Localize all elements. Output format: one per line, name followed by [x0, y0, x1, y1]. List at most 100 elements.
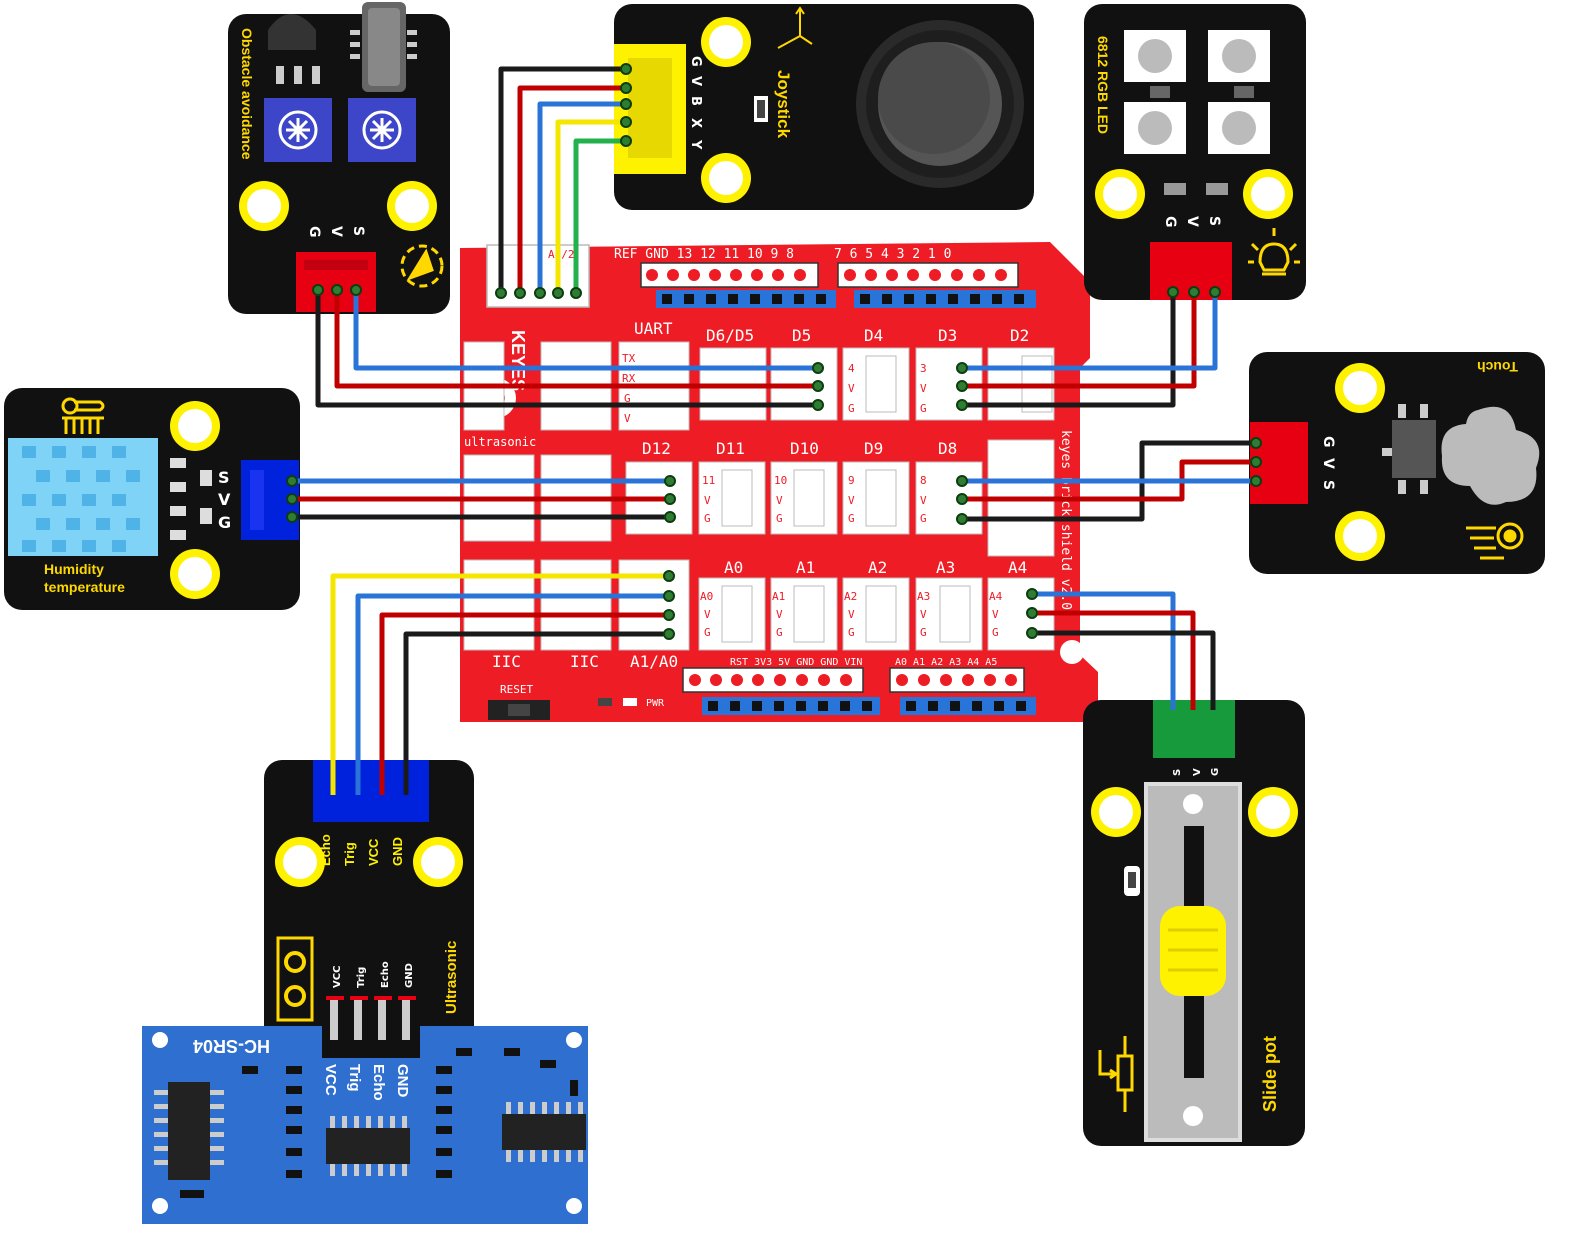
touch-hand-icon: [1466, 522, 1524, 560]
obstacle-pin-v: V: [328, 226, 344, 237]
rgb-pin-v: V: [1184, 216, 1200, 227]
label-d10: D10: [790, 439, 819, 458]
d10-pin-v: V: [776, 494, 783, 507]
d9-pin-v: V: [848, 494, 855, 507]
header-analog: [889, 667, 1025, 693]
blue-header-bottom-2: [900, 697, 1036, 715]
wires: [292, 66, 1256, 795]
top-header-label: REF GND 13 12 11 10 9 8: [614, 247, 794, 262]
d8-pin-g: G: [920, 512, 927, 525]
obstacle-pin-g: G: [306, 226, 322, 238]
label-a0: A0: [724, 558, 743, 577]
wire-slide-s: [1032, 591, 1176, 710]
joystick-module: G V B X Y Joystick: [614, 4, 1034, 210]
a4-pin-v: V: [992, 608, 999, 621]
a0-pin-g: G: [704, 626, 711, 639]
slide-pot-module: S V G Slide pot: [1083, 700, 1305, 1146]
ultrasonic-connector[interactable]: [313, 760, 429, 822]
wire-ends: [286, 63, 1262, 640]
ultrasonic-jumper: [276, 936, 314, 1022]
wire-obstacle-g: [315, 288, 818, 408]
light-icon: [1248, 228, 1300, 276]
ultrasonic-header-vcc: VCC: [332, 966, 343, 988]
blue-header-bottom-1: [702, 697, 880, 715]
pwr-led: [623, 698, 637, 706]
a2-pin-a2: A2: [844, 590, 857, 603]
top-header-label-2: 7 6 5 4 3 2 1 0: [834, 247, 951, 262]
joystick-title: Joystick: [774, 70, 793, 139]
pwr-led-base: [598, 698, 612, 706]
label-iic-1: IIC: [492, 652, 521, 671]
rgb-pin-s: S: [1206, 216, 1222, 226]
wire-joystick-y: [573, 138, 626, 296]
dht-grille: [22, 446, 140, 552]
wire-slide-g: [1032, 630, 1216, 710]
joystick-pin-y: Y: [688, 139, 703, 150]
a1-pin-g: G: [776, 626, 783, 639]
thermometer-icon: [61, 397, 105, 434]
hcsr04-chip-right: [502, 1114, 586, 1150]
slide-pin-v: V: [1192, 768, 1203, 776]
touch-pin-s: S: [1320, 480, 1336, 490]
a0-pin-a0: A0: [700, 590, 713, 603]
rgb-leds: [1124, 30, 1270, 154]
wire-rgb-g: [962, 292, 1176, 408]
wire-joystick-b: [537, 101, 626, 296]
hcsr04-pin-vcc: VCC: [322, 1064, 339, 1096]
hcsr04-chip-center: [326, 1128, 410, 1164]
a2-pin-v: V: [848, 608, 855, 621]
joystick-pin-v: V: [688, 76, 703, 86]
wire-ultrasonic-gnd: [403, 631, 669, 795]
label-a1a0: A1/A0: [630, 652, 678, 671]
d8-pin-8: 8: [920, 474, 927, 487]
label-uart: UART: [634, 319, 673, 338]
a4-pin-g: G: [992, 626, 999, 639]
a1-pin-a1: A1: [772, 590, 785, 603]
a1-pin-v: V: [776, 608, 783, 621]
d11-pin-g: G: [704, 512, 711, 525]
ultrasonic-board: [264, 760, 474, 1050]
ultrasonic-header-echo: Echo: [380, 961, 391, 988]
ultrasonic-pin-vcc: VCC: [366, 838, 381, 866]
label-d11: D11: [716, 439, 745, 458]
power-header-label: RST 3V3 5V GND GND VIN: [730, 657, 862, 668]
d4-pin-v: V: [848, 382, 855, 395]
ultrasonic-header-trig: Trig: [356, 967, 367, 988]
label-d2: D2: [1010, 326, 1029, 345]
a4-pin-a4: A4: [989, 590, 1003, 603]
hc-sr04-module: HC-SR04 VCC Trig Echo GND: [142, 1000, 588, 1224]
label-a2: A2: [868, 558, 887, 577]
obstacle-avoidance-module: Obstacle avoidance G V S: [228, 2, 450, 314]
hcsr04-pin-gnd: GND: [394, 1064, 411, 1098]
humidity-temperature-module: S V G Humidity temperature: [4, 388, 300, 610]
potentiometer-icon: [1098, 1036, 1134, 1112]
uart-pin-g: G: [624, 392, 631, 405]
obstacle-title: Obstacle avoidance: [239, 28, 255, 160]
hcsr04-pin-echo: Echo: [370, 1064, 387, 1101]
ultrasonic-header-gnd: GND: [404, 963, 415, 988]
d9-pin-g: G: [848, 512, 855, 525]
d3-pin-v: V: [920, 382, 927, 395]
hcsr04-pin-trig: Trig: [346, 1064, 363, 1092]
uart-pin-tx: TX: [622, 352, 636, 365]
d3-pin-3: 3: [920, 362, 927, 375]
humidity-title-line2: temperature: [44, 579, 125, 595]
wire-obstacle-v: [334, 288, 818, 389]
label-ultrasonic: ultrasonic: [464, 435, 536, 449]
d3-pin-g: G: [920, 402, 927, 415]
pwr-label: PWR: [646, 698, 665, 709]
slide-pin-s: S: [1172, 769, 1183, 776]
port-a8-label: A8/2: [548, 248, 575, 261]
ultrasonic-pin-gnd: GND: [390, 837, 405, 866]
rgb-pin-g: G: [1162, 216, 1178, 228]
a0-pin-v: V: [704, 608, 711, 621]
joystick-pin-x: X: [688, 118, 703, 128]
a3-pin-g: G: [920, 626, 927, 639]
touch-pin-g: G: [1320, 436, 1336, 448]
axis-icon: [777, 6, 813, 49]
wire-slide-v: [1032, 610, 1196, 710]
a3-pin-v: V: [920, 608, 927, 621]
humidity-pin-g: G: [218, 513, 231, 532]
rgb-led-module: 6812 RGB LED G V S: [1084, 4, 1306, 300]
